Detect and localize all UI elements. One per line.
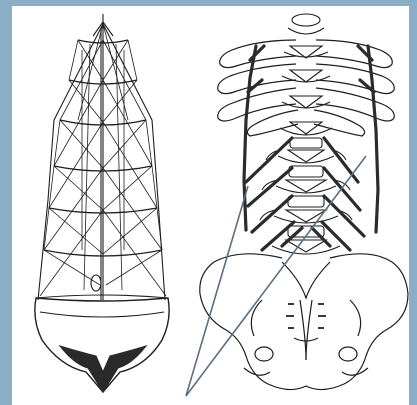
pointer-line-left [186, 186, 248, 396]
keel [60, 346, 146, 392]
pointer-line-right [186, 156, 366, 396]
ship-illustration [35, 14, 169, 392]
vertebrae [260, 46, 352, 254]
spine-illustration [200, 14, 408, 390]
outer-shroud-left [38, 24, 103, 300]
pelvis [200, 254, 408, 390]
mast-base [91, 275, 101, 291]
pointer-lines [186, 156, 366, 396]
